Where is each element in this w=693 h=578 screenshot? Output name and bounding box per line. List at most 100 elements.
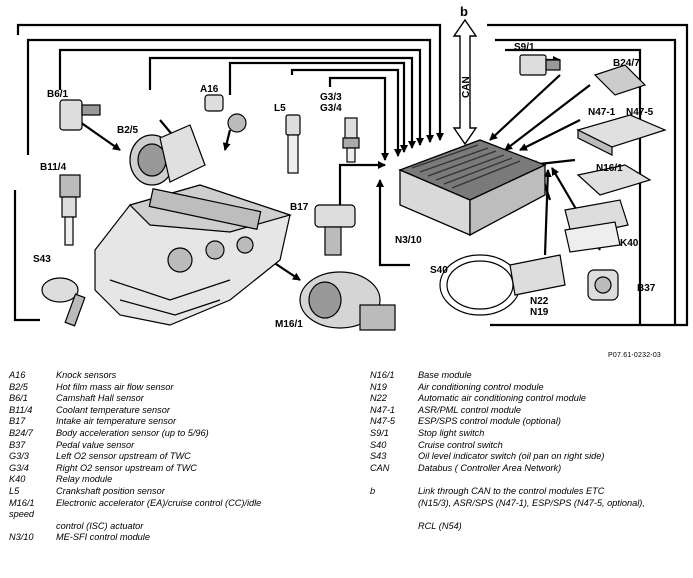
legend-code: B2/5 [9,381,28,392]
label-m16-1: M16/1 [275,319,303,330]
legend-code: B6/1 [9,393,28,404]
module-n47 [576,114,667,156]
legend-row: S9/1 Stop light switch [370,428,690,440]
legend-code: N22 [370,393,387,404]
engine-illustration [94,184,293,326]
legend-description: Base module [418,370,472,380]
sensor-b11-4 [59,174,81,246]
label-g3-3: G3/3 [320,92,342,103]
module-n16-1 [576,164,652,196]
label-b2-5: B2/5 [117,125,139,136]
label-n47-1: N47-1 [588,107,616,118]
legend-description: RCL (N54) [418,520,462,531]
legend-description: Oil level indicator switch (oil pan on r… [418,451,605,462]
sensor-b24-7 [593,64,647,96]
legend-description: Air conditioning control module [418,381,544,392]
legend-row: N3/10 ME-SFI control module [9,532,339,544]
module-k40-area [564,199,629,253]
legend-description: Databus ( Controller Area Network) [418,462,562,473]
legend-row: N19 Air conditioning control module [370,382,690,394]
legend-code: CAN [370,462,390,473]
legend-code: N3/10 [9,532,34,543]
legend-code: N47-5 [370,416,396,427]
switch-s40 [439,254,521,316]
legend-row [370,509,690,521]
legend-row: (N15/3), ASR/SPS (N47-1), ESP/SPS (N47-5… [370,498,690,510]
legend-code: B11/4 [9,404,33,415]
label-l5: L5 [274,103,286,114]
legend-description: control (ISC) actuator [56,520,144,531]
legend-code: B24/7 [9,427,34,438]
label-b6-1: B6/1 [47,89,69,100]
legend-row: RCL (N54) [370,521,690,533]
legend-description: Camshaft Hall sensor [56,393,144,404]
label-b37: B37 [637,283,656,294]
legend-row: CAN Databus ( Controller Area Network) [370,463,690,475]
legend-description: Right O2 sensor upstream of TWC [56,462,197,473]
legend-code: N19 [370,381,387,392]
label-n19: N19 [530,307,549,318]
legend-description: Cruise control switch [418,439,503,450]
legend-description: Pedal value sensor [56,439,135,450]
sensor-b6-1 [59,99,101,131]
label-b17: B17 [290,202,309,213]
legend-row: speed [9,509,339,521]
module-n22-n19 [509,254,566,296]
sensor-g3-3-g3-4 [342,117,360,163]
label-k40: K40 [620,238,639,249]
legend-description: Left O2 sensor upstream of TWC [56,451,191,462]
legend-row: L5 Crankshaft position sensor [9,486,339,498]
legend-description: ME-SFI control module [56,532,150,543]
legend-description: Relay module [56,474,113,485]
control-module-n3-10 [398,139,547,237]
legend-code: S40 [370,439,387,450]
legend-description: Stop light switch [418,427,485,438]
label-can: CAN [461,76,472,98]
throttle-m16-1 [299,271,396,331]
legend-description: Electronic accelerator (EA)/cruise contr… [56,497,262,508]
switch-s9-1 [519,54,561,76]
switch-s43 [41,277,86,327]
figure-reference: P07.61-0232-03 [608,352,662,359]
legend-row: control (ISC) actuator [9,521,339,533]
legend-description: ESP/SPS control module (optional) [418,416,561,427]
legend-description: Automatic air conditioning control modul… [418,393,587,404]
label-n3-10: N3/10 [395,235,422,246]
legend-row [370,474,690,486]
legend-description: Crankshaft position sensor [56,485,165,496]
legend-code: S9/1 [370,427,389,438]
legend-code: G3/3 [9,451,29,462]
legend-row: K40 Relay module [9,474,339,486]
can-bus-arrow [452,18,478,146]
legend-row: N22 Automatic air conditioning control mo… [370,393,690,405]
system-diagram: b CAN [13,4,689,331]
legend-code: L5 [9,485,20,496]
legend-description: ASR/PML control module [418,404,521,415]
label-s43: S43 [33,254,51,265]
legend-description: Knock sensors [56,370,117,380]
legend-description: Link through CAN to the control modules … [418,485,605,496]
label-s40: S40 [430,265,448,276]
legend-row: B6/1 Camshaft Hall sensor [9,393,339,405]
legend-code: K40 [9,474,26,485]
sensor-a16 [204,94,247,133]
legend-code: b [370,485,376,496]
legend-code: M16/1 [9,497,35,508]
sensor-b17 [314,204,356,256]
label-b11-4: B11/4 [40,162,67,173]
label-n16-1: N16/1 [596,163,623,174]
legend-row: S40 Cruise control switch [370,440,690,452]
legend-code: speed [9,509,35,520]
label-b24-7: B24/7 [613,58,640,69]
